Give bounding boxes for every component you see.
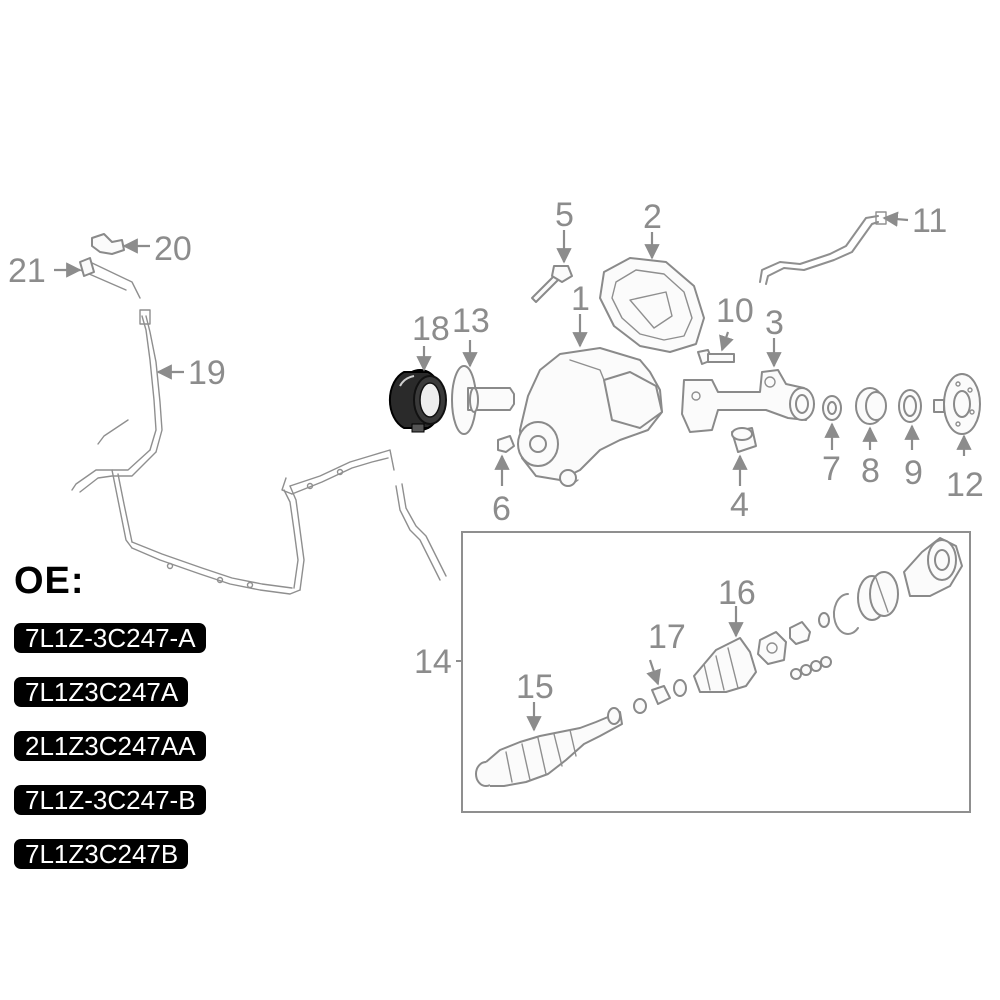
callout-11: 11	[912, 202, 947, 240]
callout-20: 20	[154, 230, 192, 268]
callout-15: 15	[516, 668, 554, 706]
callout-16: 16	[718, 574, 756, 612]
callout-21: 21	[8, 252, 46, 290]
callout-19: 19	[188, 354, 226, 392]
oe-number-tag: 2L1Z3C247AA	[14, 731, 206, 761]
callout-17: 17	[648, 618, 686, 656]
callout-6: 6	[492, 490, 511, 528]
vent-hose-assembly	[71, 233, 447, 595]
callout-arrows	[54, 211, 972, 732]
callout-14: 14	[414, 643, 452, 681]
axle-shaft-box	[461, 531, 971, 813]
oe-number-tag: 7L1Z3C247A	[14, 677, 189, 707]
differential-housing-1	[517, 347, 663, 487]
callout-5: 5	[555, 196, 574, 234]
differential-cover-2	[599, 257, 705, 353]
callout-7: 7	[822, 450, 841, 488]
callout-12: 12	[946, 466, 984, 504]
callout-10: 10	[716, 292, 754, 330]
seal-9	[898, 389, 922, 423]
vent-tube-11	[759, 211, 887, 285]
washer-7	[822, 395, 842, 421]
callout-4: 4	[730, 486, 749, 524]
bearing-8	[855, 387, 887, 425]
callout-1: 1	[571, 280, 590, 318]
callout-labels: 1 2 3 4 5 6 7 8 9 10 11 12 13 14 15 16 1…	[8, 196, 984, 706]
callout-18: 18	[412, 310, 450, 348]
bolt-5	[531, 265, 573, 303]
bearing-seal-18	[388, 369, 447, 433]
oe-number-tag: 7L1Z-3C247-A	[14, 623, 206, 653]
callout-2: 2	[643, 198, 662, 236]
oe-number-tag: 7L1Z3C247B	[14, 839, 189, 869]
clip-6	[497, 435, 515, 453]
callout-8: 8	[861, 452, 880, 490]
callout-13: 13	[452, 302, 490, 340]
axle-shaft-assembly-14	[475, 537, 963, 787]
flange-shaft-13	[451, 365, 515, 435]
bolt-10	[697, 349, 735, 365]
hub-flange-12	[933, 373, 981, 435]
axle-tube-3	[681, 369, 815, 433]
oe-heading: OE:	[14, 560, 85, 602]
bushing-4	[731, 427, 757, 453]
callout-3: 3	[765, 304, 784, 342]
callout-9: 9	[904, 454, 923, 492]
oe-number-tag: 7L1Z-3C247-B	[14, 785, 206, 815]
